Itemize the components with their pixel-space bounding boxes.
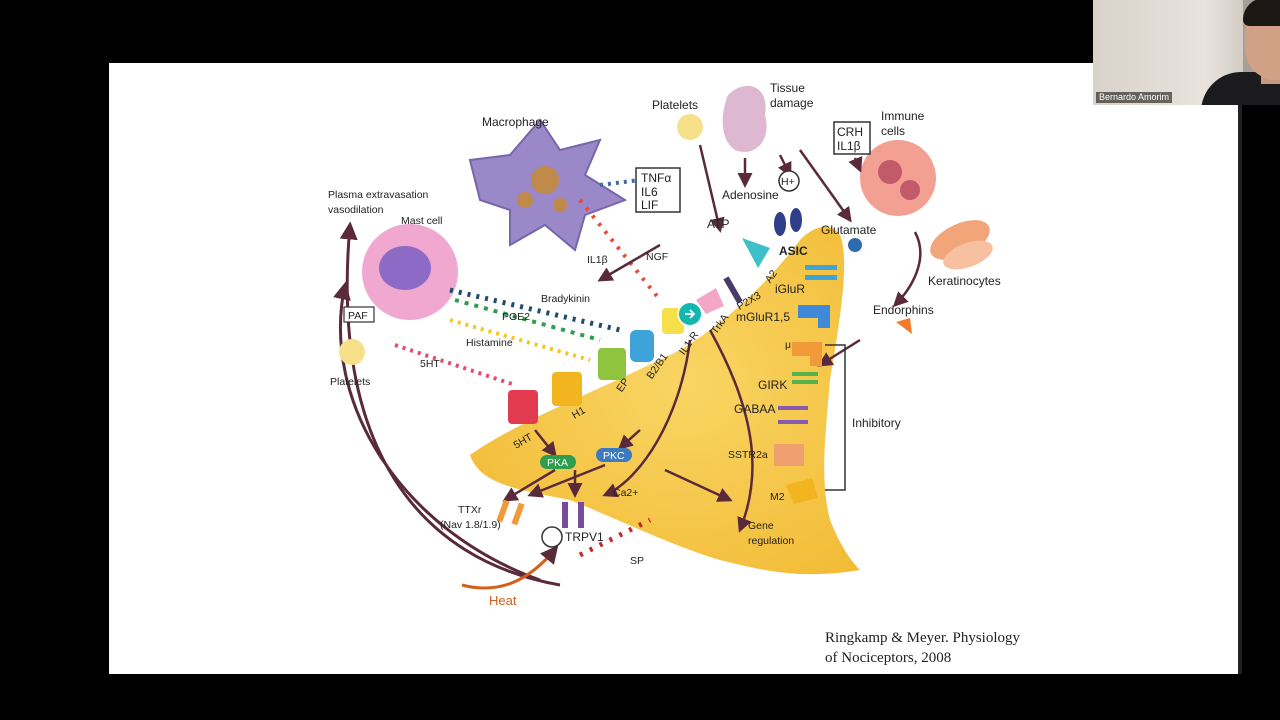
label-heat: Heat xyxy=(489,593,517,608)
label-glutamate: Glutamate xyxy=(821,223,877,237)
label-trpv1: TRPV1 xyxy=(565,530,604,544)
receptor-sstr2a xyxy=(774,444,804,466)
label-gene-1: Gene xyxy=(748,520,774,532)
label-il1b-box: IL1β xyxy=(837,139,861,153)
label-platelets-left: Platelets xyxy=(330,376,370,388)
label-r-h1: H1 xyxy=(570,404,588,421)
pathway-arrows xyxy=(502,144,922,533)
label-r-mu: μ xyxy=(785,339,791,351)
mediator-dots xyxy=(394,178,662,558)
receptor-h1 xyxy=(552,372,582,406)
receptor-mglur xyxy=(798,305,830,328)
channel-trpv1 xyxy=(562,502,584,528)
label-r-mglur: mGluR1,5 xyxy=(736,310,790,324)
label-endorphins: Endorphins xyxy=(873,303,934,317)
label-plasma-2: vasodilation xyxy=(328,204,384,216)
receptor-asic xyxy=(774,208,802,236)
label-5ht-mediator: 5HT xyxy=(420,358,440,370)
label-keratinocytes: Keratinocytes xyxy=(928,274,1001,288)
slide-edge-shadow xyxy=(1238,105,1242,674)
channel-ttxr xyxy=(496,499,525,526)
label-r-gaba: GABAA xyxy=(734,402,775,416)
receptor-a2 xyxy=(742,238,770,268)
endorphin-shape xyxy=(896,318,912,334)
platelet-top xyxy=(677,114,703,140)
label-gene-2: regulation xyxy=(748,535,794,547)
immune-cell xyxy=(860,140,936,216)
label-pka: PKA xyxy=(547,457,568,469)
label-ttxr-2: (Nav 1.8/1.9) xyxy=(440,519,501,531)
receptor-m2 xyxy=(786,478,818,504)
label-calcium: Ca2+ xyxy=(613,487,638,499)
tissue-damage xyxy=(722,85,767,152)
label-r-sstr2a: SSTR2a xyxy=(728,449,768,461)
label-tissue-2: damage xyxy=(770,96,814,110)
kinase-pkc xyxy=(596,448,632,462)
label-bradykinin: Bradykinin xyxy=(541,293,590,305)
channel-gaba xyxy=(778,406,808,424)
label-platelets-top: Platelets xyxy=(652,98,698,112)
label-il1b: IL1β xyxy=(587,254,608,266)
receptor-ep xyxy=(598,348,626,380)
cytokine-box xyxy=(635,167,681,213)
label-r-m2: M2 xyxy=(770,491,785,503)
inhibitory-bracket xyxy=(825,344,846,491)
participant-name-label: Bernardo Amorim xyxy=(1096,92,1173,103)
platelet-left xyxy=(339,339,365,365)
receptor-iglur xyxy=(805,265,837,280)
slide-background-extension xyxy=(1093,105,1240,674)
macrophage-cell xyxy=(468,118,628,252)
label-r-iglur: iGluR xyxy=(775,282,805,296)
label-sp: SP xyxy=(630,555,644,567)
receptor-il1r xyxy=(662,308,684,334)
arrow-loop-inner xyxy=(333,281,541,582)
label-macrophage: Macrophage xyxy=(482,115,549,129)
glutamate-shape xyxy=(848,238,862,252)
receptor-trka xyxy=(696,288,724,314)
label-ttxr-1: TTXr xyxy=(458,504,482,516)
label-lif: LIF xyxy=(641,198,658,212)
paf-box xyxy=(343,306,375,323)
label-pge2: PGE2 xyxy=(502,311,530,323)
proton-top-icon xyxy=(778,170,800,192)
receptor-mu xyxy=(792,342,822,366)
label-pkc: PKC xyxy=(603,450,625,462)
label-adenosine: Adenosine xyxy=(722,188,779,202)
participant-hair xyxy=(1243,0,1280,26)
mast-cell xyxy=(362,224,458,320)
label-r-girk: GIRK xyxy=(758,378,787,392)
receptor-b2b1 xyxy=(630,330,654,362)
label-histamine: Histamine xyxy=(466,337,513,349)
channel-girk xyxy=(792,372,818,384)
crh-box xyxy=(833,121,871,155)
citation: Ringkamp & Meyer. Physiology of Nocicept… xyxy=(825,628,1065,668)
label-atp: ATP xyxy=(707,217,729,231)
label-il6: IL6 xyxy=(641,185,658,199)
label-ngf: NGF xyxy=(646,251,668,263)
label-inhibitory: Inhibitory xyxy=(852,416,901,430)
label-crh: CRH xyxy=(837,125,863,139)
citation-line-2: of Nociceptors, 2008 xyxy=(825,650,952,666)
label-paf: PAF xyxy=(348,310,368,322)
keratinocytes xyxy=(930,220,993,270)
pointer-cursor-icon xyxy=(679,303,701,325)
label-r-asic: ASIC xyxy=(779,244,808,258)
label-mast-cell: Mast cell xyxy=(401,215,442,227)
participant-video-tile[interactable]: Bernardo Amorim xyxy=(1093,0,1280,105)
receptor-5ht xyxy=(508,390,538,424)
label-immune-1: Immune xyxy=(881,109,925,123)
proton-icon xyxy=(541,526,563,548)
label-plasma-1: Plasma extravasation xyxy=(328,189,429,201)
kinase-pka xyxy=(540,455,576,469)
label-proton-top: H+ xyxy=(781,176,795,188)
heat-arrow xyxy=(461,545,559,590)
label-immune-2: cells xyxy=(881,124,905,138)
label-tissue-1: Tissue xyxy=(770,81,805,95)
citation-line-1: Ringkamp & Meyer. Physiology xyxy=(825,630,1020,646)
receptor-p2x3 xyxy=(723,276,743,304)
label-tnfa: TNFα xyxy=(641,171,671,185)
